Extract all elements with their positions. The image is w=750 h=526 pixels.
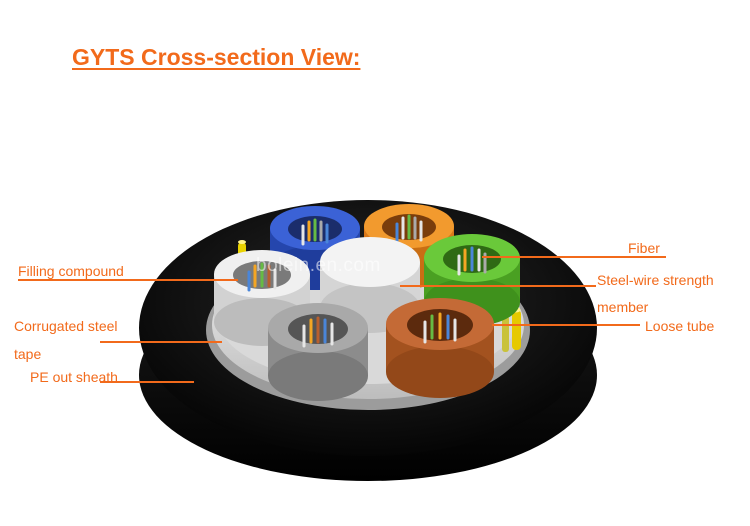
label-filling-compound: Filling compound bbox=[18, 263, 124, 279]
label-steel-wire-line2: member bbox=[597, 299, 649, 315]
label-loose-tube: Loose tube bbox=[645, 318, 715, 334]
label-corrugated-steel-line1: Corrugated steel bbox=[14, 318, 118, 334]
label-corrugated-steel-line2: tape bbox=[14, 346, 42, 362]
loose-tube-gray bbox=[268, 303, 368, 401]
leader-lines bbox=[18, 256, 666, 383]
loose-tube-green bbox=[424, 234, 520, 326]
watermark: bolein.en.com bbox=[256, 255, 381, 276]
page-title: GYTS Cross-section View: bbox=[72, 44, 361, 70]
label-fiber: Fiber bbox=[628, 240, 660, 256]
label-pe-out-sheath: PE out sheath bbox=[30, 369, 118, 385]
loose-tube-brown bbox=[386, 298, 494, 398]
label-steel-wire-line1: Steel-wire strength bbox=[597, 272, 714, 288]
